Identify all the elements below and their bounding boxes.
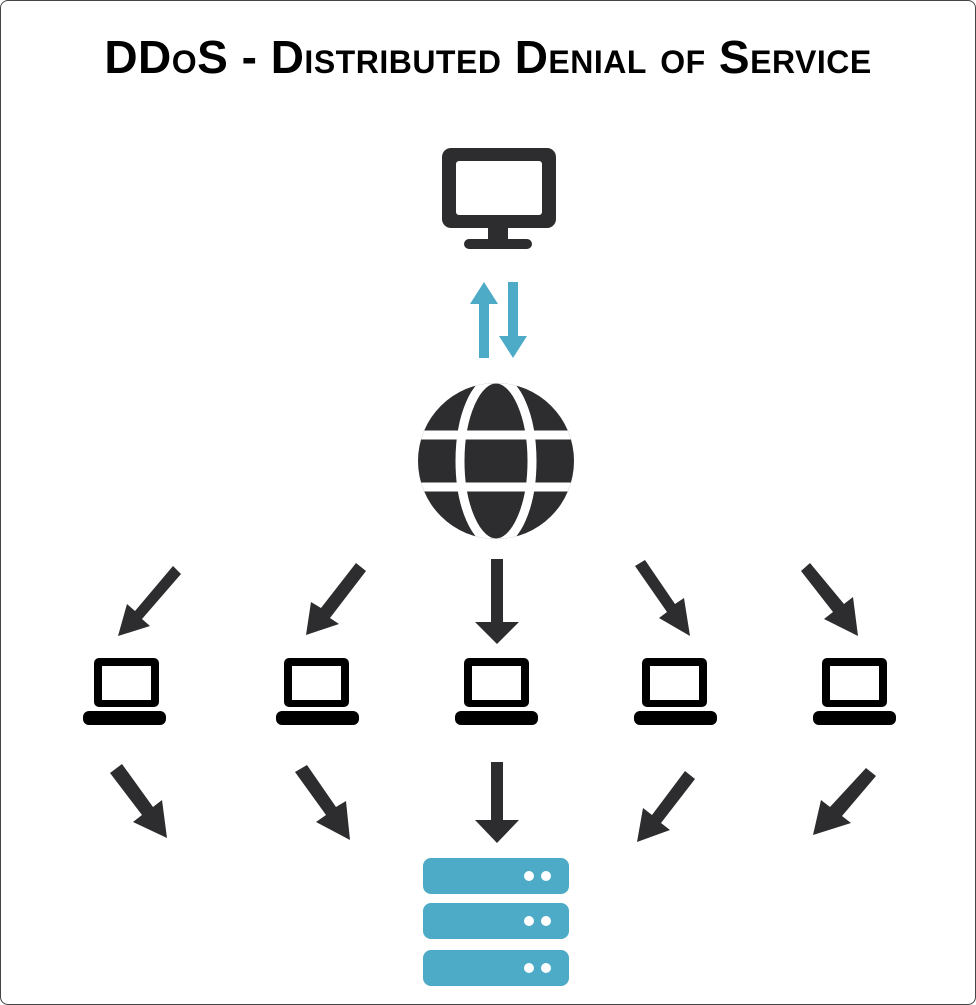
two-way-arrow-icon	[470, 282, 527, 358]
arrow-diagonal-left-icon	[306, 563, 366, 635]
arrow-down-icon	[475, 762, 519, 843]
arrow-diagonal-left-icon	[118, 566, 181, 636]
arrow-diagonal-left-icon	[637, 771, 695, 842]
arrow-diagonal-right-icon	[110, 764, 167, 838]
laptop-icon	[634, 658, 717, 725]
laptop-icon	[276, 658, 359, 725]
arrow-diagonal-right-icon	[295, 765, 350, 840]
arrow-diagonal-right-icon	[801, 563, 858, 636]
server-icon	[423, 858, 569, 986]
laptop-icon	[813, 658, 896, 725]
monitor-icon	[442, 148, 556, 249]
arrow-diagonal-right-icon	[635, 560, 690, 636]
arrow-down-icon	[475, 559, 519, 644]
laptop-icon	[83, 658, 166, 725]
diagram-title: DDoS - Distributed Denial of Service	[104, 31, 872, 83]
laptop-icon	[455, 658, 538, 725]
globe-icon	[418, 383, 574, 539]
arrow-diagonal-left-icon	[813, 768, 876, 835]
